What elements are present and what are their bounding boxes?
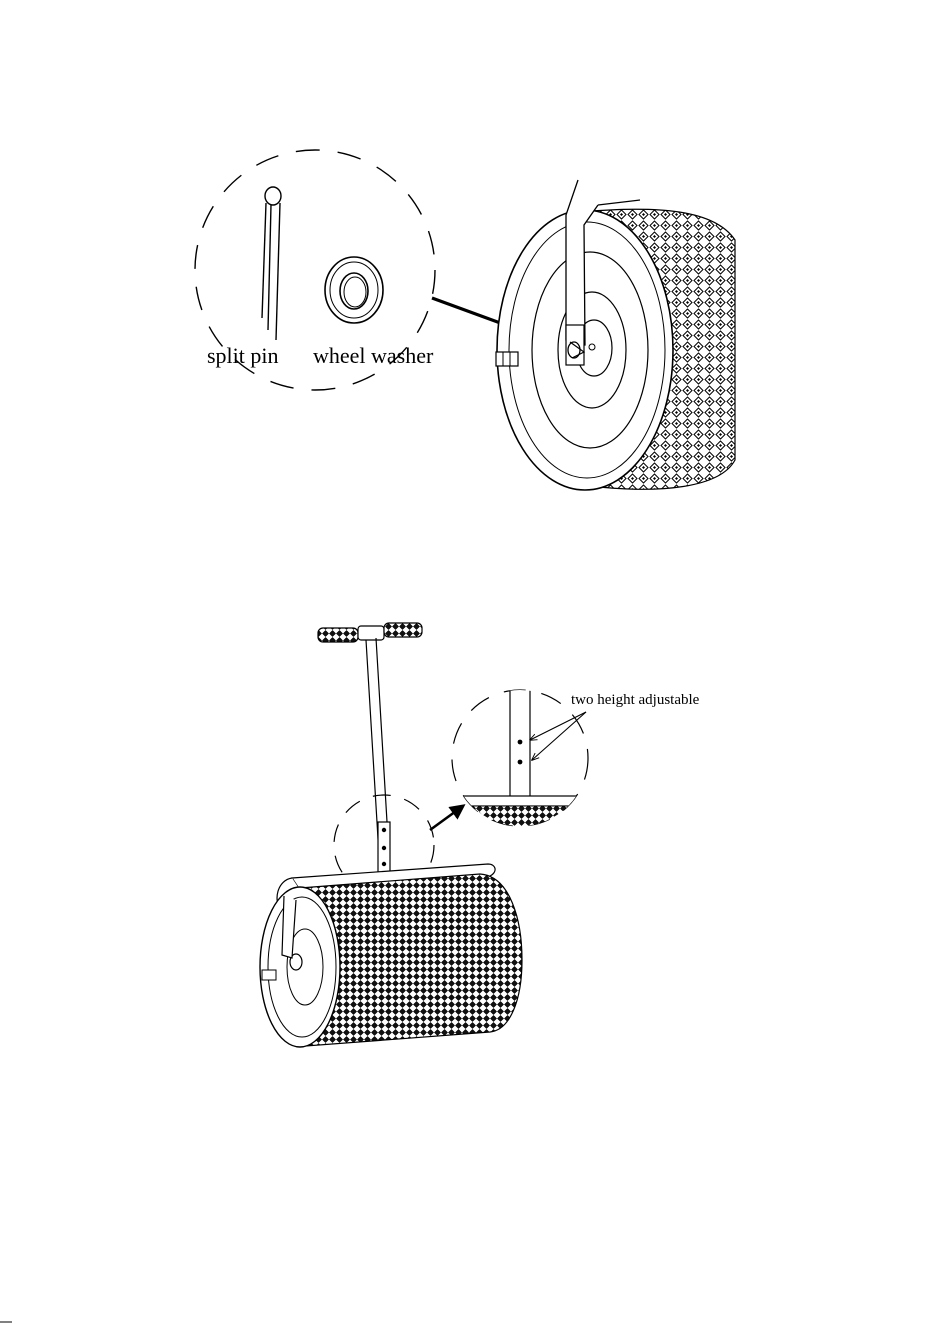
zoom-detail	[452, 688, 588, 830]
t-handle	[318, 623, 422, 872]
roller-wheel	[496, 180, 735, 490]
split-pin-icon	[262, 187, 281, 340]
roller-drum	[260, 874, 522, 1047]
zoom-arrow	[430, 806, 463, 830]
wheel-washer-icon	[325, 257, 383, 323]
figure-2-roller-assembly	[260, 623, 588, 1047]
split-pin-label: split pin	[207, 343, 279, 369]
wheel-washer-label: wheel washer	[313, 343, 433, 369]
figure-1-wheel-assembly	[195, 150, 735, 490]
height-adjustable-label: two height adjustable	[571, 692, 699, 709]
